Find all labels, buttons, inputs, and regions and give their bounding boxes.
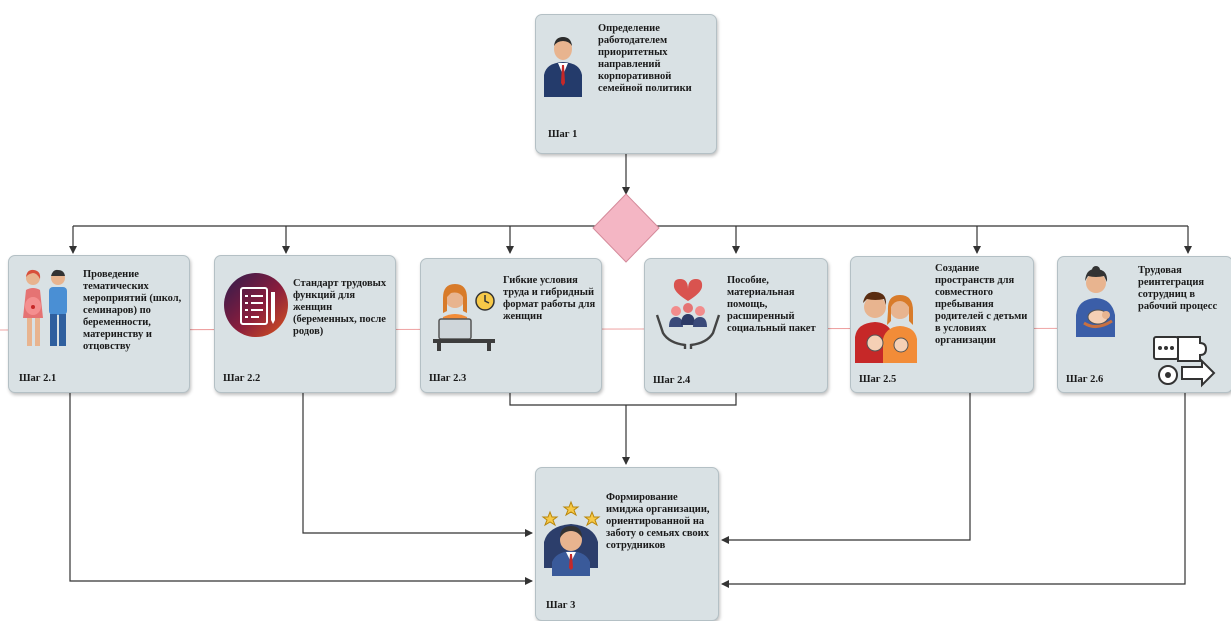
parents-children-icon <box>855 291 917 363</box>
step2-1-box: Проведение тематических мероприятий (шко… <box>8 255 190 393</box>
step1-label: Шаг 1 <box>548 129 578 140</box>
step2-4-text: Пособие, материальная помощь, расширенны… <box>727 275 816 334</box>
checklist-icon <box>224 273 288 337</box>
family-icon <box>23 269 67 346</box>
step2-3-box: Гибкие условия труда и гибридный формат … <box>420 258 602 393</box>
step1-box: Определение работодателем приоритетных н… <box>535 14 717 154</box>
step2-2-text: Стандарт трудовых функций для женщин (бе… <box>293 278 387 337</box>
step2-3-label: Шаг 2.3 <box>429 373 467 384</box>
step2-3-text: Гибкие условия труда и гибридный формат … <box>503 275 596 322</box>
mother-baby-icon <box>1076 266 1115 337</box>
connector-step2-1-to-step3 <box>69 392 533 585</box>
decision-diamond <box>592 193 660 263</box>
connector-step2-6-to-step3 <box>721 392 1186 588</box>
connector-step2-2-to-step3 <box>302 392 533 537</box>
step2-6-box: Трудовая реинтеграция сотрудниц в рабочи… <box>1057 256 1231 393</box>
step3-label: Шаг 3 <box>546 600 576 611</box>
step2-4-box: Пособие, материальная помощь, расширенны… <box>644 258 828 393</box>
step3-box: Формирование имиджа организации, ориенти… <box>535 467 719 621</box>
businessman-icon <box>544 37 582 97</box>
step2-6-label: Шаг 2.6 <box>1066 374 1104 385</box>
rated-employee-icon <box>541 500 601 576</box>
step2-2-box: Стандарт трудовых функций для женщин (бе… <box>214 255 396 393</box>
remote-work-icon <box>433 284 495 351</box>
step1-text: Определение работодателем приоритетных н… <box>598 23 692 94</box>
step2-1-text: Проведение тематических мероприятий (шко… <box>83 269 182 352</box>
puzzle-gear-icon <box>1153 336 1216 388</box>
step2-2-label: Шаг 2.2 <box>223 373 261 384</box>
step2-5-box: Создание пространств для совместного пре… <box>850 256 1034 393</box>
care-hands-icon <box>655 279 721 349</box>
connector-step2-5-to-step3 <box>721 392 971 544</box>
connector-merge-2-3-2-4 <box>509 392 737 406</box>
step2-6-text: Трудовая реинтеграция сотрудниц в рабочи… <box>1138 265 1218 312</box>
step3-text: Формирование имиджа организации, ориенти… <box>606 492 710 551</box>
step2-5-text: Создание пространств для совместного пре… <box>935 263 1028 346</box>
step2-5-label: Шаг 2.5 <box>859 374 897 385</box>
step2-1-label: Шаг 2.1 <box>19 373 57 384</box>
step2-4-label: Шаг 2.4 <box>653 375 691 386</box>
